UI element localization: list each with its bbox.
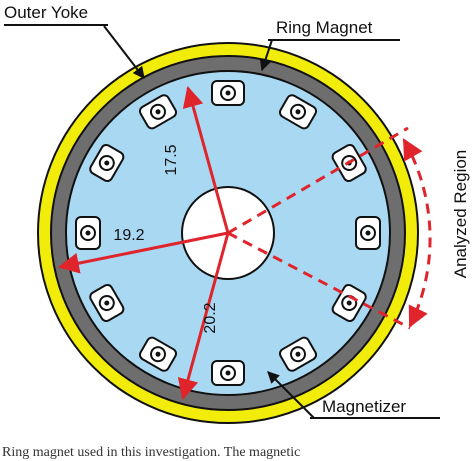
coil-conductor-center <box>225 370 231 376</box>
coil-conductor-center <box>104 300 110 306</box>
coil-conductor-center <box>155 109 161 115</box>
analyzed-region-label: Analyzed Region <box>451 150 470 279</box>
coil-block <box>138 336 178 372</box>
coil-conductor-center <box>295 109 301 115</box>
coil-block <box>278 336 318 372</box>
dimension-arrow-17-5 <box>182 85 230 234</box>
analyzed-region-arc <box>402 138 432 328</box>
coil-conductor-center <box>85 230 91 236</box>
coil-conductor-center <box>155 351 161 357</box>
coil-block <box>89 143 125 183</box>
coil-conductor-center <box>295 351 301 357</box>
coil-conductor-center <box>346 300 352 306</box>
dimension-label-17-5: 17.5 <box>163 144 180 175</box>
figure-caption: Ring magnet used in this investigation. … <box>2 445 301 460</box>
outer-yoke-leader <box>103 25 145 79</box>
dimension-label-19-2: 19.2 <box>113 227 144 244</box>
dimension-label-20-2: 20.2 <box>202 302 219 333</box>
coil-conductor-center <box>365 230 371 236</box>
coil-block <box>211 80 245 106</box>
ring-magnet-leader <box>259 39 273 72</box>
magnetizer-label: Magnetizer <box>322 397 406 416</box>
coil-block <box>278 94 318 130</box>
coil-conductor-center <box>104 160 110 166</box>
dimension-arrow-19-2 <box>57 231 229 274</box>
analyzed-boundary-upper <box>227 126 409 235</box>
coil-block <box>89 283 125 323</box>
coil-block <box>138 94 178 130</box>
dimension-arrow-20-2 <box>177 232 230 401</box>
coil-conductor-center <box>225 90 231 96</box>
ring-magnet-label: Ring Magnet <box>276 18 373 37</box>
analyzed-boundary-lower <box>227 231 411 330</box>
coil-block <box>331 283 367 323</box>
magnetizer-leader <box>267 371 315 419</box>
outer-yoke-label: Outer Yoke <box>4 3 88 22</box>
coil-block <box>211 360 245 386</box>
coil-block <box>75 216 101 250</box>
coil-block <box>355 216 381 250</box>
